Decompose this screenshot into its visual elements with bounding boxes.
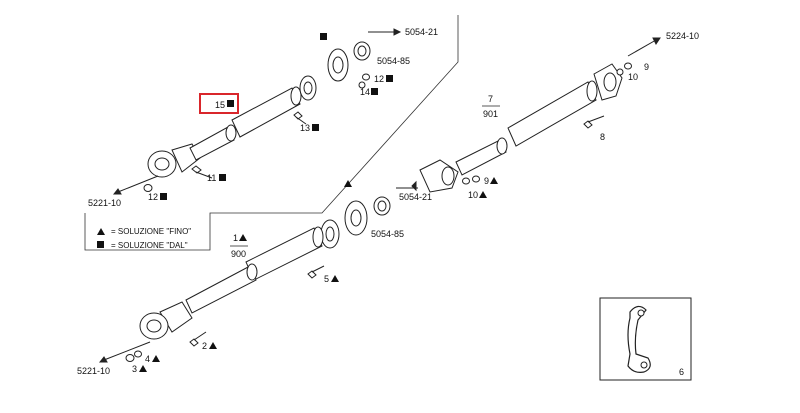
callout-5054-21-right: 5054-21 (399, 192, 432, 202)
callout-9-right: 9 (644, 62, 649, 72)
callout-12-top: 12 (374, 74, 384, 84)
top-bolt-11 (191, 165, 213, 179)
legend: = SOLUZIONE "FINO" = SOLUZIONE "DAL" (97, 227, 191, 250)
callout-5054-21-top: 5054-21 (405, 27, 438, 37)
callout-15: 15 (215, 100, 225, 110)
bottom-driveshaft (125, 196, 391, 362)
callout-2: 2 (202, 341, 207, 351)
top-bolt-13 (293, 111, 307, 125)
callout-8: 8 (600, 132, 605, 142)
callout-5224-10: 5224-10 (666, 31, 699, 41)
fraction-900-den: 900 (231, 249, 246, 259)
callout-5221-10-bottom: 5221-10 (77, 366, 110, 376)
callout-4: 4 (145, 354, 150, 364)
fraction-1-num: 1 (233, 233, 238, 243)
highlight-box-15 (199, 93, 239, 114)
bottom-bolt-2 (189, 331, 207, 347)
callout-5054-85-bottom: 5054-85 (371, 229, 404, 239)
top-arrows (112, 28, 402, 195)
triangle-marker (320, 33, 327, 40)
callout-5221-10-top: 5221-10 (88, 198, 121, 208)
right-bolt-8 (583, 115, 605, 129)
callout-10-lower: 10 (468, 190, 478, 200)
callout-5054-85-top: 5054-85 (377, 56, 410, 66)
callout-12-bottom: 12 (148, 192, 158, 202)
triangle-marker-bottom (344, 180, 352, 187)
bottom-bolt-5 (307, 265, 325, 279)
callout-9-lower: 9 (484, 176, 489, 186)
callout-14-top: 14 (360, 87, 370, 97)
top-nut-12 (143, 184, 153, 192)
top-group-boundary (84, 15, 459, 251)
top-driveshaft (143, 41, 371, 192)
legend-triangle-label: = SOLUZIONE "FINO" (111, 227, 191, 236)
legend-triangle-icon (97, 228, 105, 235)
callout-6: 6 (679, 367, 684, 377)
right-tube (507, 81, 597, 147)
fraction-901-den: 901 (483, 109, 498, 119)
legend-square-icon (97, 241, 104, 248)
fraction-7-num: 7 (488, 94, 493, 104)
callout-3: 3 (132, 364, 137, 374)
bottom-arrows (98, 341, 151, 363)
strap-bracket-part (627, 305, 651, 373)
callout-11: 11 (207, 173, 216, 183)
inset-box: 6 (599, 297, 692, 381)
legend-square-label: = SOLUZIONE "DAL" (111, 241, 188, 250)
top-tube (231, 87, 301, 138)
right-driveshaft (419, 62, 632, 193)
callout-13: 13 (300, 123, 310, 133)
callout-10-right: 10 (628, 72, 638, 82)
callout-5: 5 (324, 274, 329, 284)
right-arrows (396, 37, 661, 192)
